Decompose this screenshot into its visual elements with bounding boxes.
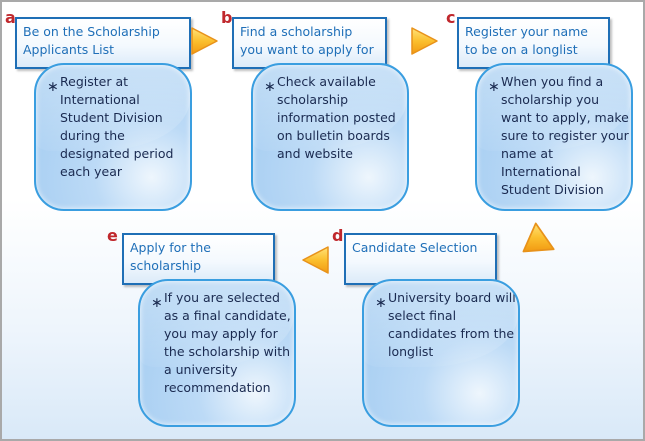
arrow-right-icon [411,27,438,55]
step-b-detail: Check available scholarship information … [277,74,396,161]
step-a-bubble: ∗ Register at International Student Divi… [34,63,192,211]
arrow-right-icon [191,27,218,55]
step-e-bubble: ∗ If you are selected as a final candida… [138,279,296,427]
step-e-letter: e [107,226,118,245]
arrow-left-icon [302,246,329,274]
step-b-bubble: ∗ Check available scholarship informatio… [251,63,409,211]
step-b-title: Find a scholarship you want to apply for [232,17,387,69]
step-a-letter: a [5,8,16,27]
step-a-detail: Register at International Student Divisi… [60,74,174,179]
step-c-bubble: ∗ When you find a scholarship you want t… [475,63,633,211]
asterisk-icon: ∗ [488,79,500,95]
asterisk-icon: ∗ [264,79,276,95]
step-d-letter: d [332,226,344,245]
step-e-title: Apply for the scholarship [122,233,275,285]
step-c-detail: When you find a scholarship you want to … [501,74,629,197]
step-e-detail: If you are selected as a final candidate… [164,290,291,395]
step-c-letter: c [446,8,456,27]
step-d-title: Candidate Selection [344,233,497,285]
arrow-down-icon [522,222,555,253]
step-a-title: Be on the Scholarship Applicants List [15,17,191,69]
step-d-detail: University board will select final candi… [388,290,516,359]
step-b-letter: b [221,8,233,27]
step-c-title: Register your name to be on a longlist [457,17,610,69]
asterisk-icon: ∗ [151,295,163,311]
asterisk-icon: ∗ [375,295,387,311]
asterisk-icon: ∗ [47,79,59,95]
step-d-bubble: ∗ University board will select final can… [362,279,520,427]
